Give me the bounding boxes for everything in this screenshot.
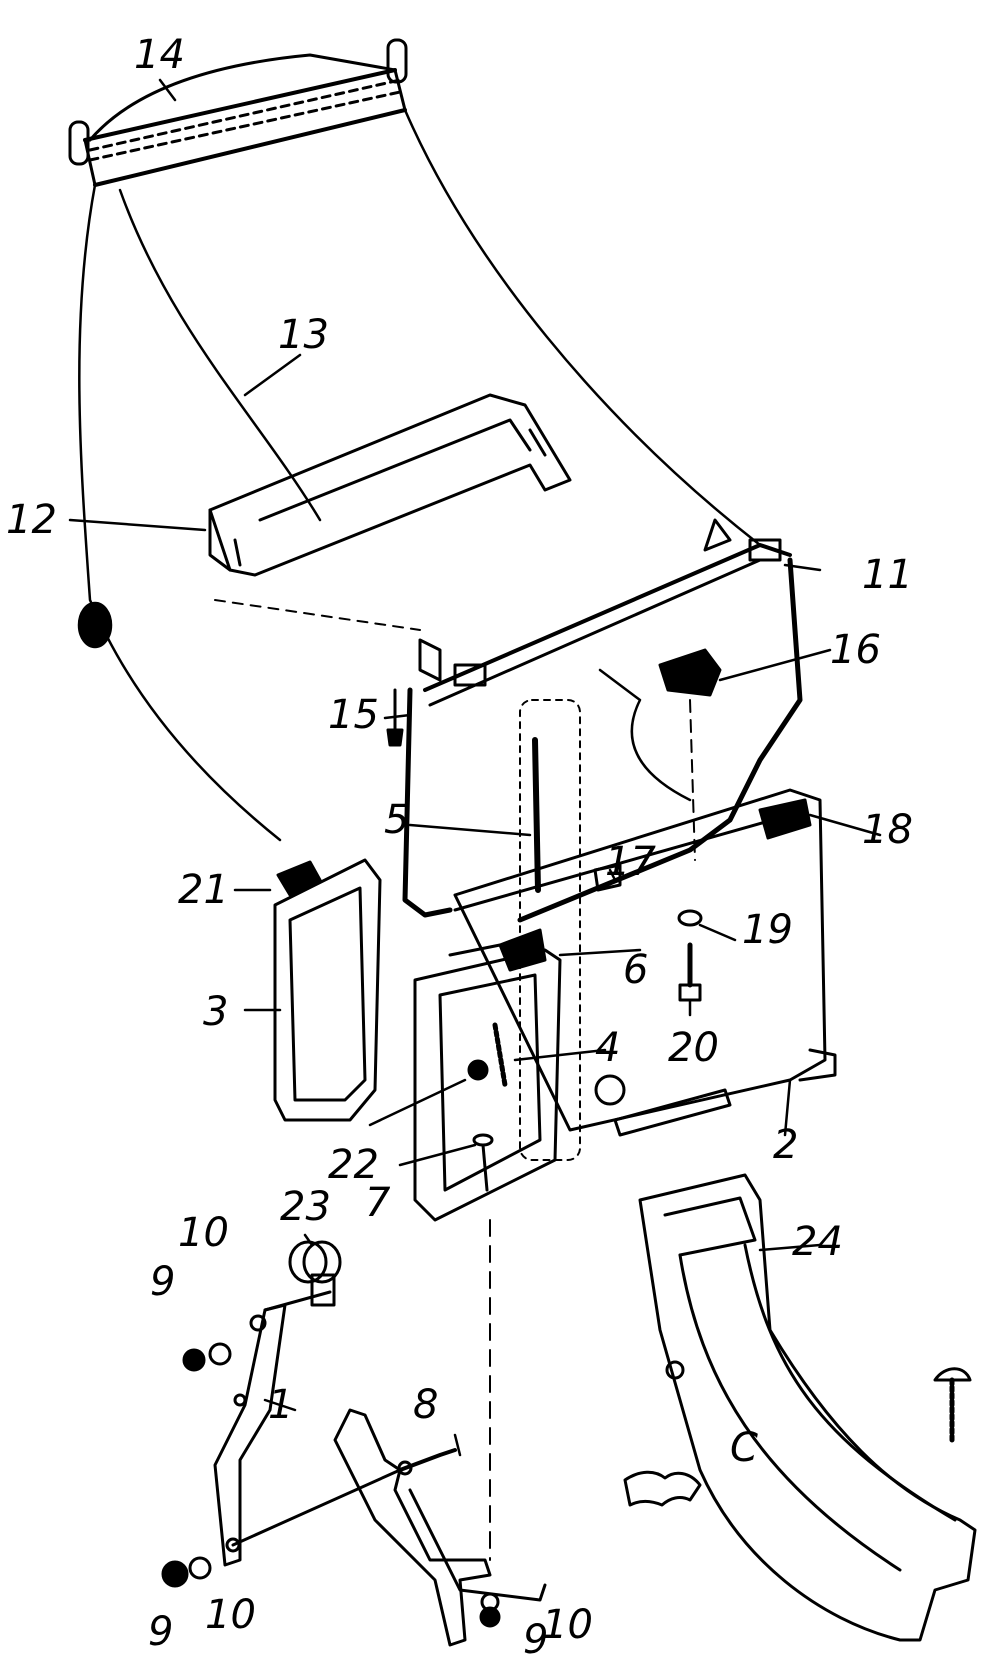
label-1: 1 xyxy=(268,1382,294,1428)
lower-arm-8 xyxy=(333,1408,547,1647)
label-6: 6 xyxy=(623,947,649,993)
label-16: 16 xyxy=(830,627,881,673)
side-link-1 xyxy=(213,1290,402,1567)
rod-5 xyxy=(519,699,581,1161)
label-9-b: 9 xyxy=(148,1609,174,1655)
label-c: C xyxy=(730,1425,758,1471)
bag-clip-16 xyxy=(658,648,722,697)
label-10-b: 10 xyxy=(205,1592,256,1638)
lower-bracket xyxy=(413,928,626,1222)
label-9-c: 9 xyxy=(523,1617,549,1663)
label-20: 20 xyxy=(668,1025,719,1071)
label-9-a: 9 xyxy=(150,1259,176,1305)
wing-nut xyxy=(623,1470,702,1507)
label-7: 7 xyxy=(365,1180,391,1226)
label-10-c: 10 xyxy=(542,1602,593,1648)
label-8: 8 xyxy=(413,1382,439,1428)
deflector-plate xyxy=(453,788,837,1137)
label-19: 19 xyxy=(742,907,793,953)
label-21: 21 xyxy=(178,867,229,913)
label-10-a: 10 xyxy=(178,1210,229,1256)
bag-top-bar xyxy=(68,38,408,187)
label-2: 2 xyxy=(773,1122,799,1168)
carriage-bolt xyxy=(933,1367,972,1443)
label-3: 3 xyxy=(203,989,229,1035)
chute-24 xyxy=(638,1173,977,1642)
bolt-20 xyxy=(677,909,703,1002)
label-22: 22 xyxy=(328,1142,379,1188)
screw-15 xyxy=(386,688,404,747)
roller-23 xyxy=(288,1240,342,1307)
label-11: 11 xyxy=(862,552,913,598)
side-flap xyxy=(273,858,382,1122)
label-5: 5 xyxy=(384,797,410,843)
label-24: 24 xyxy=(792,1219,843,1265)
bag-frame xyxy=(402,518,803,923)
label-14: 14 xyxy=(134,32,185,78)
nuts-washers xyxy=(161,1342,501,1628)
label-23: 23 xyxy=(280,1184,331,1230)
leader-lines xyxy=(68,78,882,1457)
grass-bag xyxy=(77,108,762,842)
label-17: 17 xyxy=(605,839,656,885)
label-4: 4 xyxy=(595,1025,621,1071)
label-15: 15 xyxy=(328,692,379,738)
label-13: 13 xyxy=(278,312,329,358)
label-12: 12 xyxy=(6,497,57,543)
handle-bar xyxy=(208,393,572,631)
label-18: 18 xyxy=(862,807,913,853)
